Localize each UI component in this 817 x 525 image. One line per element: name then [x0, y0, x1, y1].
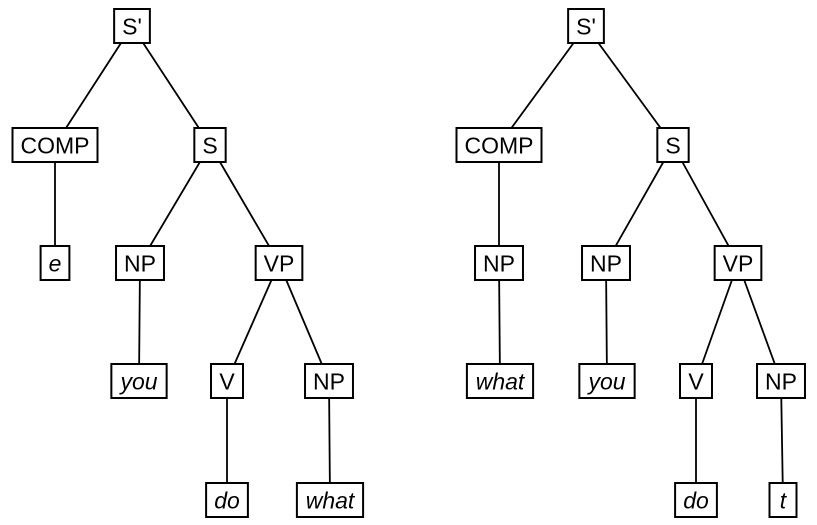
- right-tree-node-do: do: [674, 482, 718, 518]
- node-box: [567, 8, 605, 44]
- right-tree-edges: [498, 25, 784, 501]
- left-tree-node-vp: VP: [254, 245, 304, 281]
- node-box: [474, 245, 524, 281]
- node-box: [110, 363, 168, 399]
- node-label: VP: [723, 250, 754, 276]
- left-tree-edges: [54, 25, 331, 501]
- tree-edge-s-np-subj: [139, 144, 211, 264]
- node-box: [768, 482, 798, 518]
- left-tree-node-np-subj: NP: [115, 245, 165, 281]
- node-label: e: [49, 250, 62, 276]
- tree-edge-sbar-comp: [54, 25, 133, 146]
- node-box: [578, 363, 636, 399]
- node-label: what: [306, 487, 356, 513]
- right-tree: S' COMP S NP NP VP what you V NP do t: [455, 8, 806, 518]
- node-label: what: [476, 368, 526, 394]
- tree-edge-sbar-s: [131, 25, 211, 146]
- left-tree-node-s: S: [193, 127, 227, 163]
- right-tree-node-t: t: [768, 482, 798, 518]
- node-label: S: [202, 132, 217, 158]
- left-tree-node-do: do: [205, 482, 249, 518]
- tree-edge-vp-np-obj: [278, 262, 330, 382]
- node-box: [254, 245, 304, 281]
- node-label: NP: [590, 250, 622, 276]
- right-tree-node-you: you: [578, 363, 636, 399]
- tree-edge-np-obj-what: [328, 380, 331, 501]
- right-tree-node-np-comp: NP: [474, 245, 524, 281]
- node-box: [39, 245, 71, 281]
- tree-edge-np-comp-what: [498, 262, 501, 382]
- tree-edge-vp-v: [226, 262, 280, 382]
- node-label: COMP: [21, 132, 90, 158]
- node-label: NP: [124, 250, 156, 276]
- node-box: [11, 127, 99, 163]
- node-box: [295, 482, 365, 518]
- node-label: VP: [264, 250, 295, 276]
- tree-edge-sbar-comp: [498, 25, 587, 146]
- node-box: [210, 363, 244, 399]
- tree-edge-np-obj-t: [780, 380, 784, 501]
- left-tree-node-comp: COMP: [11, 127, 99, 163]
- node-box: [581, 245, 631, 281]
- node-box: [656, 127, 690, 163]
- node-box: [205, 482, 249, 518]
- node-label: S': [576, 13, 596, 39]
- node-box: [679, 363, 713, 399]
- node-label: V: [219, 368, 235, 394]
- node-label: do: [214, 487, 240, 513]
- node-label: you: [586, 368, 625, 394]
- left-tree-node-v: V: [210, 363, 244, 399]
- node-box: [113, 8, 151, 44]
- node-box: [115, 245, 165, 281]
- node-label: do: [683, 487, 709, 513]
- node-label: S: [665, 132, 680, 158]
- node-box: [756, 363, 806, 399]
- node-label: NP: [765, 368, 797, 394]
- node-label: V: [688, 368, 704, 394]
- node-box: [674, 482, 718, 518]
- tree-edge-np-subj-you: [605, 262, 608, 382]
- left-tree-node-np-obj: NP: [304, 363, 354, 399]
- tree-edge-vp-np-obj: [737, 262, 782, 382]
- right-tree-node-vp: VP: [713, 245, 763, 281]
- tree-edge-vp-v: [695, 262, 739, 382]
- right-tree-node-sbar: S': [567, 8, 605, 44]
- left-tree-node-you: you: [110, 363, 168, 399]
- node-label: NP: [483, 250, 515, 276]
- left-tree-node-e: e: [39, 245, 71, 281]
- right-tree-node-np-obj: NP: [756, 363, 806, 399]
- node-label: COMP: [465, 132, 534, 158]
- right-tree-node-s: S: [656, 127, 690, 163]
- node-box: [713, 245, 763, 281]
- tree-edge-s-np-subj: [605, 144, 674, 264]
- tree-edge-np-subj-you: [138, 262, 141, 382]
- right-tree-node-comp: COMP: [455, 127, 543, 163]
- tree-edge-sbar-s: [585, 25, 674, 146]
- node-label: t: [780, 487, 788, 513]
- node-box: [465, 363, 535, 399]
- right-tree-node-v: V: [679, 363, 713, 399]
- left-tree-node-what: what: [295, 482, 365, 518]
- node-box: [193, 127, 227, 163]
- right-tree-node-np-subj: NP: [581, 245, 631, 281]
- tree-edge-s-vp: [672, 144, 739, 264]
- right-tree-node-what: what: [465, 363, 535, 399]
- node-label: S': [122, 13, 142, 39]
- node-label: NP: [313, 368, 345, 394]
- node-label: you: [118, 368, 157, 394]
- node-box: [455, 127, 543, 163]
- tree-edge-s-vp: [209, 144, 280, 264]
- node-box: [304, 363, 354, 399]
- left-tree-node-sbar: S': [113, 8, 151, 44]
